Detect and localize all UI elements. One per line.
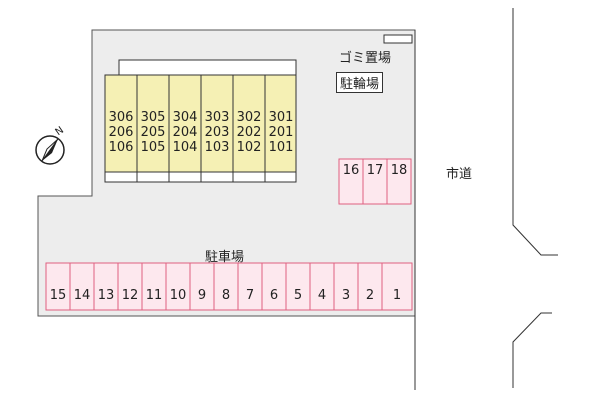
unit-number: 203: [204, 125, 230, 140]
building-dividers: [136, 75, 266, 182]
garbage-area-label: ゴミ置場: [339, 51, 392, 66]
parking-space-number: 13: [97, 288, 115, 303]
north-compass-icon: [35, 135, 65, 165]
unit-column: 303 203 103: [201, 110, 233, 155]
unit-number: 302: [236, 110, 262, 125]
unit-number: 206: [108, 125, 134, 140]
unit-number: 305: [140, 110, 166, 125]
parking-space-number: 12: [121, 288, 139, 303]
parking-space-number: 10: [169, 288, 187, 303]
parking-space-number: 11: [145, 288, 163, 303]
bicycle-parking-label: 駐輪場: [336, 72, 384, 93]
parking-space-number: 9: [197, 288, 207, 303]
parking-space-number: 14: [73, 288, 91, 303]
unit-number: 306: [108, 110, 134, 125]
unit-number: 101: [268, 140, 294, 155]
unit-number: 304: [172, 110, 198, 125]
parking-space-number: 7: [245, 288, 255, 303]
unit-number: 202: [236, 125, 262, 140]
unit-number: 103: [204, 140, 230, 155]
unit-column: 304 204 104: [169, 110, 201, 155]
unit-number: 204: [172, 125, 198, 140]
unit-number: 205: [140, 125, 166, 140]
unit-column: 305 205 105: [137, 110, 169, 155]
road-label: 市道: [446, 167, 473, 182]
parking-bottom-group: [45, 262, 413, 311]
parking-space-number: 4: [317, 288, 327, 303]
garbage-area-marker: [383, 34, 413, 44]
unit-number: 104: [172, 140, 198, 155]
parking-space-number: 16: [342, 163, 360, 178]
unit-number: 301: [268, 110, 294, 125]
parking-space-number: 1: [392, 288, 402, 303]
parking-space-number: 3: [341, 288, 351, 303]
road-curb-upper: [512, 8, 558, 256]
parking-space-number: 8: [221, 288, 231, 303]
parking-space-number: 2: [365, 288, 375, 303]
parking-space-number: 5: [293, 288, 303, 303]
unit-number: 201: [268, 125, 294, 140]
parking-space-number: 17: [366, 163, 384, 178]
unit-number: 105: [140, 140, 166, 155]
unit-column: 306 206 106: [105, 110, 137, 155]
parking-space-number: 6: [269, 288, 279, 303]
parking-space-number: 15: [49, 288, 67, 303]
parking-space-number: 18: [390, 163, 408, 178]
unit-number: 102: [236, 140, 262, 155]
unit-number: 106: [108, 140, 134, 155]
unit-column: 301 201 101: [265, 110, 297, 155]
parking-lot-label: 駐車場: [205, 250, 245, 265]
parking-right-group: [338, 158, 412, 205]
building-roof-line: [118, 59, 297, 76]
unit-column: 302 202 102: [233, 110, 265, 155]
unit-number: 303: [204, 110, 230, 125]
road-curb-lower: [512, 312, 552, 388]
